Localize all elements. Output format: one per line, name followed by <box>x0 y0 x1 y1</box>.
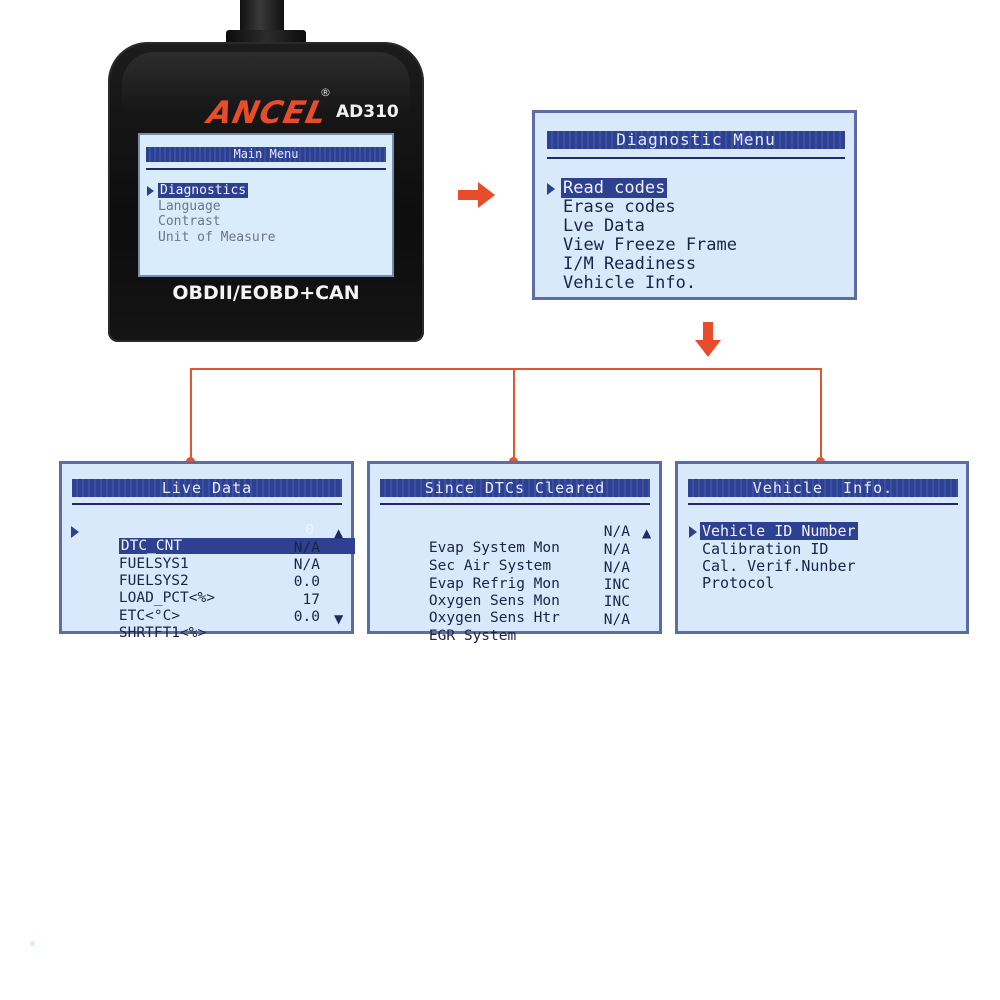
selection-pointer-icon <box>147 186 154 196</box>
vehicle-info-item-calibration-id[interactable]: Calibration ID <box>702 540 829 558</box>
scroll-down-icon[interactable]: ▼ <box>334 612 344 626</box>
brand-logo: ANCEL <box>204 95 331 131</box>
main-menu-list: Diagnostics Language Contrast Unit of Me… <box>147 183 276 245</box>
selection-pointer-icon <box>547 183 555 195</box>
menu-item-read-codes[interactable]: Read codes <box>561 178 668 198</box>
live-data-row[interactable]: FUELSYS1 N/A <box>118 540 320 572</box>
main-menu-item-language[interactable]: Language <box>158 198 221 214</box>
connector-line <box>513 368 515 462</box>
menu-item-view-freeze-frame[interactable]: View Freeze Frame <box>563 235 737 255</box>
monitor-row[interactable]: Evap Refrig Mon N/A <box>428 560 630 592</box>
monitor-row[interactable]: Evap System Mon N/A <box>428 524 630 556</box>
scan-tool-device: ANCEL ® AD310 Main Menu Diagnostics Lang… <box>108 42 424 342</box>
scroll-up-icon[interactable]: ▲ <box>334 526 344 540</box>
live-data-row[interactable]: ETC<°C> 17 <box>118 592 320 624</box>
main-menu-item-diagnostics[interactable]: Diagnostics <box>147 183 275 199</box>
panel-title: Since DTCs Cleared <box>380 479 650 497</box>
live-data-row[interactable]: LOAD_PCT<%> 0.0 <box>118 574 320 606</box>
divider <box>72 503 342 505</box>
device-screen-title: Main Menu <box>146 147 386 162</box>
panel-title: Vehicle Info. <box>688 479 958 497</box>
selection-pointer-icon <box>71 526 79 538</box>
monitor-row[interactable]: Oxygen Sens Htr INC <box>428 594 630 626</box>
monitor-row[interactable]: Oxygen Sens Mon INC <box>428 577 630 609</box>
since-dtcs-cleared-panel: Since DTCs Cleared Evap System Mon N/A S… <box>367 461 662 644</box>
monitor-row[interactable]: EGR System N/A <box>428 612 630 644</box>
device-screen: Main Menu Diagnostics Language Contrast … <box>138 133 394 277</box>
arrow-right-icon <box>458 182 495 208</box>
vehicle-info-panel: Vehicle Info. Vehicle ID Number Calibrat… <box>675 461 969 634</box>
registered-mark: ® <box>320 86 331 99</box>
connector-line <box>820 368 822 462</box>
main-menu-item-contrast[interactable]: Contrast <box>158 214 221 229</box>
divider <box>146 168 386 170</box>
live-data-row[interactable]: FUELSYS2 N/A <box>118 557 320 589</box>
device-gloss <box>122 52 410 112</box>
diagnostic-menu-panel: Diagnostic Menu Read codes Erase codes L… <box>532 110 857 300</box>
panel-title: Diagnostic Menu <box>547 131 845 149</box>
decorative-dot <box>30 941 35 946</box>
live-data-row[interactable]: DTC_CNT 0 <box>84 522 355 586</box>
divider <box>547 157 845 159</box>
menu-item-im-readiness[interactable]: I/M Readiness <box>563 254 697 274</box>
model-label: AD310 <box>336 102 399 122</box>
live-data-panel: Live Data DTC_CNT 0 FUELSYS1 N/A FUELSYS… <box>59 461 355 641</box>
connector-line <box>190 368 192 462</box>
menu-item-vehicle-info[interactable]: Vehicle Info. <box>563 273 697 293</box>
menu-item-live-data[interactable]: Lve Data <box>563 216 645 236</box>
divider <box>688 503 958 505</box>
menu-item-erase-codes[interactable]: Erase codes <box>563 197 676 217</box>
panel-title: Live Data <box>72 479 342 497</box>
arrow-down-icon <box>695 322 721 357</box>
main-menu-item-unit-of-measure[interactable]: Unit of Measure <box>158 229 276 245</box>
scroll-up-icon[interactable]: ▲ <box>642 526 652 540</box>
live-data-row[interactable]: SHRTFT1<%> 0.0 <box>118 609 320 641</box>
selection-pointer-icon <box>689 526 697 538</box>
monitor-row[interactable]: Sec Air System N/A <box>428 542 630 574</box>
vehicle-info-item-vin[interactable]: Vehicle ID Number <box>700 522 858 540</box>
device-footer-label: OBDII/EOBD+CAN <box>172 282 360 304</box>
vehicle-info-item-cal-verif-number[interactable]: Cal. Verif.Nunber <box>702 557 856 575</box>
connector-line <box>190 368 821 370</box>
vehicle-info-item-protocol[interactable]: Protocol <box>702 574 775 592</box>
divider <box>380 503 650 505</box>
